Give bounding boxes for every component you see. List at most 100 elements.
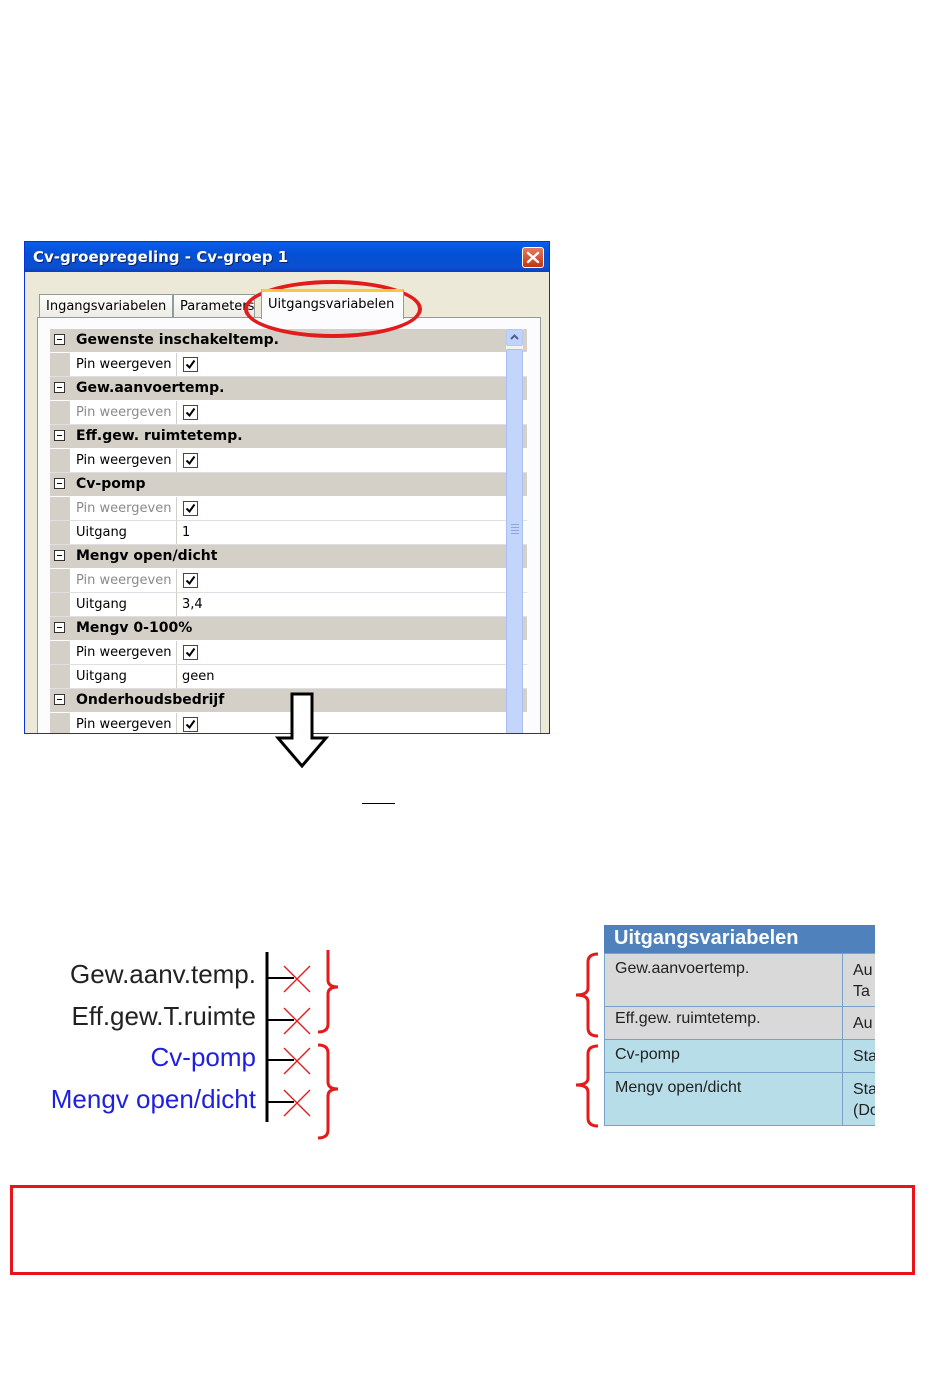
grid-property-row[interactable]: Uitgang geen (50, 665, 527, 689)
dialog-title: Cv-groepregeling - Cv-groep 1 (33, 248, 289, 266)
pin-checkbox[interactable] (183, 573, 198, 588)
collapse-icon[interactable] (54, 334, 65, 345)
property-value[interactable]: 3,4 (182, 597, 203, 612)
close-button[interactable] (522, 247, 544, 268)
highlight-ellipse (244, 280, 422, 338)
category-label: Mengv open/dicht (76, 548, 218, 564)
column-divider (176, 497, 177, 520)
table-cell (605, 1073, 843, 1125)
scroll-up-button[interactable] (506, 329, 523, 346)
grip-line (511, 533, 519, 534)
grid-indent (50, 449, 70, 472)
close-icon (526, 251, 540, 264)
output-pin[interactable] (267, 965, 311, 993)
output-pin[interactable] (267, 1047, 311, 1075)
grid-property-row[interactable]: Pin weergeven (50, 401, 527, 425)
scroll-thumb[interactable] (506, 349, 523, 733)
pin-checkbox[interactable] (183, 501, 198, 516)
brace-icon (317, 950, 339, 1034)
column-divider (176, 353, 177, 376)
title-bar[interactable]: Cv-groepregeling - Cv-groep 1 (25, 242, 549, 272)
grid-property-row[interactable]: Pin weergeven (50, 449, 527, 473)
grid-property-row[interactable]: Pin weergeven (50, 713, 527, 733)
checkmark-icon (185, 359, 196, 370)
chevron-up-icon (510, 334, 519, 340)
grid-indent (50, 353, 70, 376)
collapse-icon[interactable] (54, 550, 65, 561)
property-name: Pin weergeven (76, 405, 172, 420)
checkmark-icon (185, 647, 196, 658)
checkmark-icon (185, 719, 196, 730)
grid-property-row[interactable]: Uitgang 1 (50, 521, 527, 545)
table-header: Uitgangsvariabelen (604, 925, 875, 953)
grid-category-row[interactable]: Eff.gew. ruimtetemp. (50, 425, 527, 449)
vertical-scrollbar[interactable] (506, 329, 523, 733)
grid-category-row[interactable]: Cv-pomp (50, 473, 527, 497)
unconnected-x-icon (283, 1089, 311, 1117)
pin-checkbox[interactable] (183, 717, 198, 732)
column-divider (176, 593, 177, 616)
tab-parameters[interactable]: Parameters (173, 294, 255, 317)
checkmark-icon (185, 407, 196, 418)
grid-property-row[interactable]: Pin weergeven (50, 353, 527, 377)
brace-icon (575, 952, 599, 1038)
property-value[interactable]: geen (182, 669, 215, 684)
property-name: Pin weergeven (76, 573, 172, 588)
table-header-text: Uitgangsvariabelen (614, 927, 799, 949)
grid-property-row[interactable]: Uitgang 3,4 (50, 593, 527, 617)
grip-line (511, 527, 519, 528)
table-row: Eff.gew. ruimtetemp. Au (604, 1006, 875, 1040)
column-divider (176, 641, 177, 664)
checkmark-icon (185, 503, 196, 514)
grid-category-row[interactable]: Gewenste inschakeltemp. (50, 329, 527, 353)
grid-category-row[interactable]: Mengv 0-100% (50, 617, 527, 641)
tab-uitgangsvariabelen[interactable]: Uitgangsvariabelen (261, 289, 404, 319)
table-cell-value: Sta (Do (853, 1081, 875, 1119)
pin-checkbox[interactable] (183, 405, 198, 420)
unconnected-x-icon (283, 1047, 311, 1075)
property-name: Uitgang (76, 597, 127, 612)
grid-category-row[interactable]: Onderhoudsbedrijf (50, 689, 527, 713)
tab-ingangsvariabelen[interactable]: Ingangsvariabelen (39, 294, 174, 317)
property-name: Uitgang (76, 669, 127, 684)
output-pin[interactable] (267, 1089, 311, 1117)
tab-label: Uitgangsvariabelen (268, 297, 395, 312)
category-label: Eff.gew. ruimtetemp. (76, 428, 243, 444)
category-label: Onderhoudsbedrijf (76, 692, 225, 708)
collapse-icon[interactable] (54, 478, 65, 489)
collapse-icon[interactable] (54, 382, 65, 393)
checkmark-icon (185, 455, 196, 466)
alert-box (10, 1185, 915, 1275)
property-name: Uitgang (76, 525, 127, 540)
collapse-icon[interactable] (54, 430, 65, 441)
grid-indent (50, 569, 70, 592)
table-cell-value: Au (853, 1015, 873, 1032)
table-cell (605, 1007, 843, 1039)
property-value[interactable]: 1 (182, 525, 191, 540)
collapse-icon[interactable] (54, 694, 65, 705)
grid-category-row[interactable]: Mengv open/dicht (50, 545, 527, 569)
output-pin[interactable] (267, 1007, 311, 1035)
grid-property-row[interactable]: Pin weergeven (50, 497, 527, 521)
table-cell-name: Eff.gew. ruimtetemp. (615, 1010, 761, 1027)
pin-checkbox[interactable] (183, 357, 198, 372)
output-label-mengv-open-dicht: Mengv open/dicht (50, 1084, 256, 1114)
grid-property-row[interactable]: Pin weergeven (50, 569, 527, 593)
table-cell (605, 1040, 843, 1072)
category-label: Mengv 0-100% (76, 620, 193, 636)
grip-line (511, 530, 519, 531)
property-name: Pin weergeven (76, 357, 172, 372)
table-row: Gew.aanvoertemp. Au Ta (604, 953, 875, 1007)
grid-category-row[interactable]: Gew.aanvoertemp. (50, 377, 527, 401)
down-arrow-icon (275, 692, 329, 768)
pin-checkbox[interactable] (183, 453, 198, 468)
table-cell (605, 954, 843, 1006)
column-divider (176, 713, 177, 733)
pin-checkbox[interactable] (183, 645, 198, 660)
grid-indent (50, 497, 70, 520)
grid-property-row[interactable]: Pin weergeven (50, 641, 527, 665)
table-braces (575, 952, 599, 1128)
grid-indent (50, 665, 70, 688)
collapse-icon[interactable] (54, 622, 65, 633)
